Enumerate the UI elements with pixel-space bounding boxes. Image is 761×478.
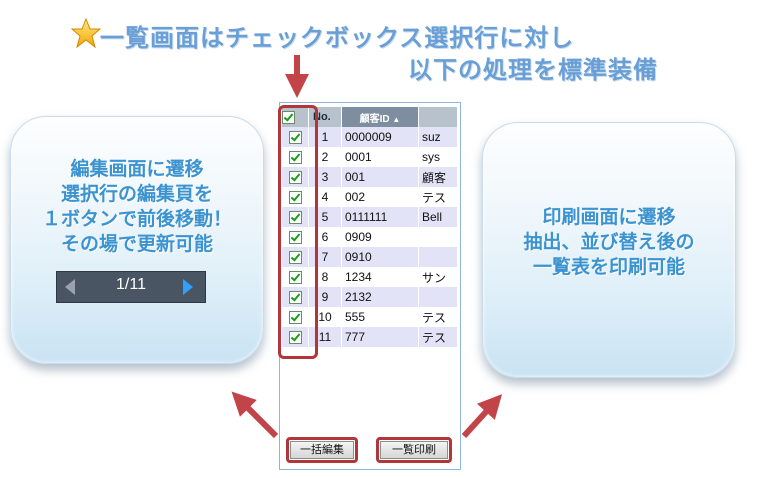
checkbox-column-highlight bbox=[278, 105, 318, 359]
bulk-edit-button[interactable]: 一括編集 bbox=[290, 441, 354, 459]
row-customer-id[interactable]: 2132 bbox=[341, 287, 419, 307]
row-checkbox[interactable] bbox=[288, 171, 302, 185]
row-select-cell bbox=[282, 207, 309, 227]
row-customer-name bbox=[418, 247, 458, 267]
row-select-cell bbox=[282, 167, 309, 187]
row-checkbox[interactable] bbox=[288, 271, 302, 285]
row-checkbox[interactable] bbox=[288, 291, 302, 305]
edit-callout: 編集画面に遷移 選択行の編集頁を １ボタンで前後移動！ その場で更新可能 1/1… bbox=[10, 116, 264, 364]
prev-arrow-icon[interactable] bbox=[65, 279, 75, 295]
up-right-arrow-icon bbox=[461, 394, 503, 439]
header-name bbox=[418, 107, 458, 127]
row-select-cell bbox=[282, 127, 309, 147]
row-select-cell bbox=[282, 187, 309, 207]
select-all-checkbox[interactable] bbox=[282, 110, 295, 124]
row-customer-name: 顧客 bbox=[418, 167, 458, 187]
row-customer-id[interactable]: 0910 bbox=[341, 247, 419, 267]
row-checkbox[interactable] bbox=[288, 251, 302, 265]
row-customer-id[interactable]: 0001 bbox=[341, 147, 419, 167]
row-customer-name: テス bbox=[418, 187, 458, 207]
row-select-cell bbox=[282, 147, 309, 167]
row-customer-id[interactable]: 0111111 bbox=[341, 207, 419, 227]
print-callout: 印刷画面に遷移 抽出、並び替え後の 一覧表を印刷可能 bbox=[482, 122, 736, 378]
row-customer-id[interactable]: 002 bbox=[341, 187, 419, 207]
row-select-cell bbox=[282, 327, 309, 347]
row-customer-id[interactable]: 777 bbox=[341, 327, 419, 347]
headline-line1: 一覧画面はチェックボックス選択行に対し bbox=[100, 24, 575, 52]
bulk-edit-button-frame: 一括編集 bbox=[286, 437, 358, 463]
row-checkbox[interactable] bbox=[288, 131, 302, 145]
header-customer-id[interactable]: 顧客ID ▲ bbox=[341, 107, 419, 127]
next-arrow-icon[interactable] bbox=[183, 279, 193, 295]
up-left-arrow-icon bbox=[231, 391, 279, 439]
pager-count: 1/11 bbox=[116, 276, 146, 293]
row-select-cell bbox=[282, 287, 309, 307]
row-customer-name: Bell bbox=[418, 207, 458, 227]
select-all-header bbox=[282, 107, 309, 127]
sort-asc-icon: ▲ bbox=[392, 114, 401, 124]
row-customer-id[interactable]: 555 bbox=[341, 307, 419, 327]
row-customer-name: sys bbox=[418, 147, 458, 167]
row-customer-name bbox=[418, 287, 458, 307]
row-checkbox[interactable] bbox=[288, 231, 302, 245]
row-checkbox[interactable] bbox=[288, 331, 302, 345]
row-select-cell bbox=[282, 267, 309, 287]
print-callout-text: 印刷画面に遷移 抽出、並び替え後の 一覧表を印刷可能 bbox=[523, 206, 695, 278]
row-checkbox[interactable] bbox=[288, 211, 302, 225]
headline-line2: 以下の処理を標準装備 bbox=[408, 56, 658, 84]
row-select-cell bbox=[282, 247, 309, 267]
row-customer-name: テス bbox=[418, 327, 458, 347]
row-customer-id[interactable]: 0000009 bbox=[341, 127, 419, 147]
record-pager: 1/11 bbox=[56, 271, 206, 303]
row-select-cell bbox=[282, 307, 309, 327]
bulk-print-button[interactable]: 一覧印刷 bbox=[380, 441, 448, 459]
row-select-cell bbox=[282, 227, 309, 247]
row-customer-name: サン bbox=[418, 267, 458, 287]
row-checkbox[interactable] bbox=[288, 151, 302, 165]
row-customer-id[interactable]: 0909 bbox=[341, 227, 419, 247]
row-customer-name bbox=[418, 227, 458, 247]
row-checkbox[interactable] bbox=[288, 191, 302, 205]
bulk-print-button-frame: 一覧印刷 bbox=[376, 437, 452, 463]
edit-callout-text: 編集画面に遷移 選択行の編集頁を １ボタンで前後移動！ その場で更新可能 bbox=[41, 158, 232, 255]
row-customer-name: suz bbox=[418, 127, 458, 147]
row-customer-name: テス bbox=[418, 307, 458, 327]
row-checkbox[interactable] bbox=[288, 311, 302, 325]
star-icon bbox=[70, 17, 102, 49]
row-customer-id[interactable]: 001 bbox=[341, 167, 419, 187]
row-customer-id[interactable]: 1234 bbox=[341, 267, 419, 287]
